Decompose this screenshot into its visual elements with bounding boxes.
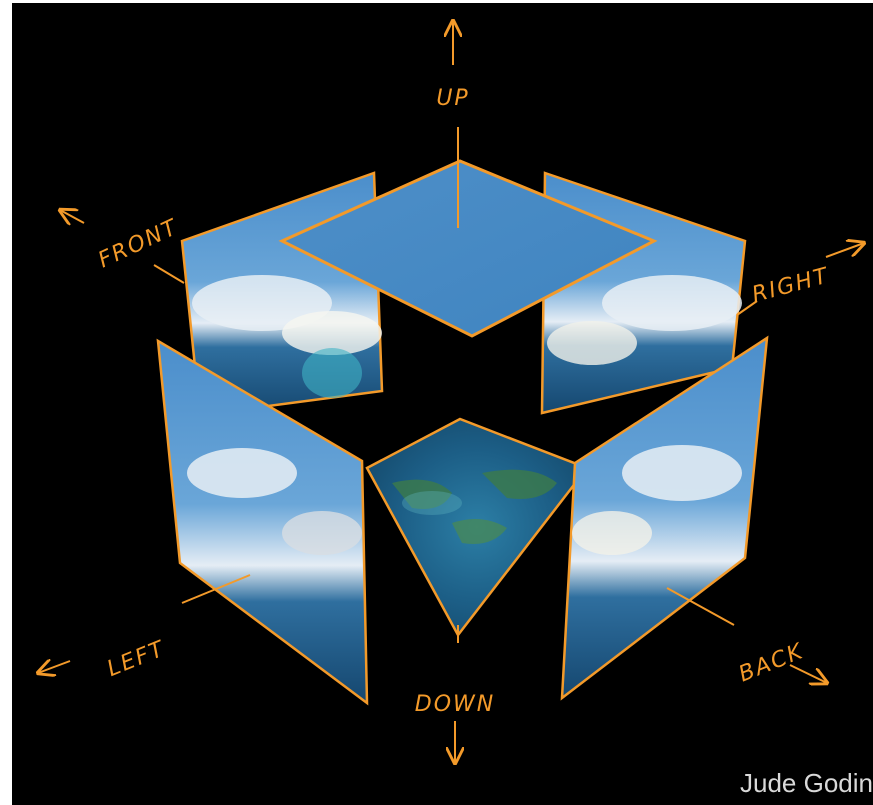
label-left: LEFT [104, 636, 169, 682]
down-panel [365, 417, 590, 638]
label-back: BACK [735, 639, 807, 688]
left-panel [156, 338, 369, 706]
leader-lines [153, 127, 758, 643]
right-arrow [825, 243, 864, 258]
label-front: FRONT [95, 215, 183, 274]
skybox-diagram: UP FRONT RIGHT LEFT DOWN BACK Jude Godin [12, 3, 873, 805]
front-arrow [60, 210, 85, 223]
label-down: DOWN [415, 692, 495, 717]
credit-text: Jude Godin [740, 768, 873, 798]
left-arrow [38, 661, 71, 673]
direction-arrows [38, 21, 864, 763]
back-panel [560, 335, 769, 701]
back-arrow [789, 664, 827, 683]
right-panel [540, 171, 747, 415]
label-up: UP [436, 86, 469, 111]
up-panel [278, 159, 658, 338]
label-right: RIGHT [749, 263, 832, 308]
